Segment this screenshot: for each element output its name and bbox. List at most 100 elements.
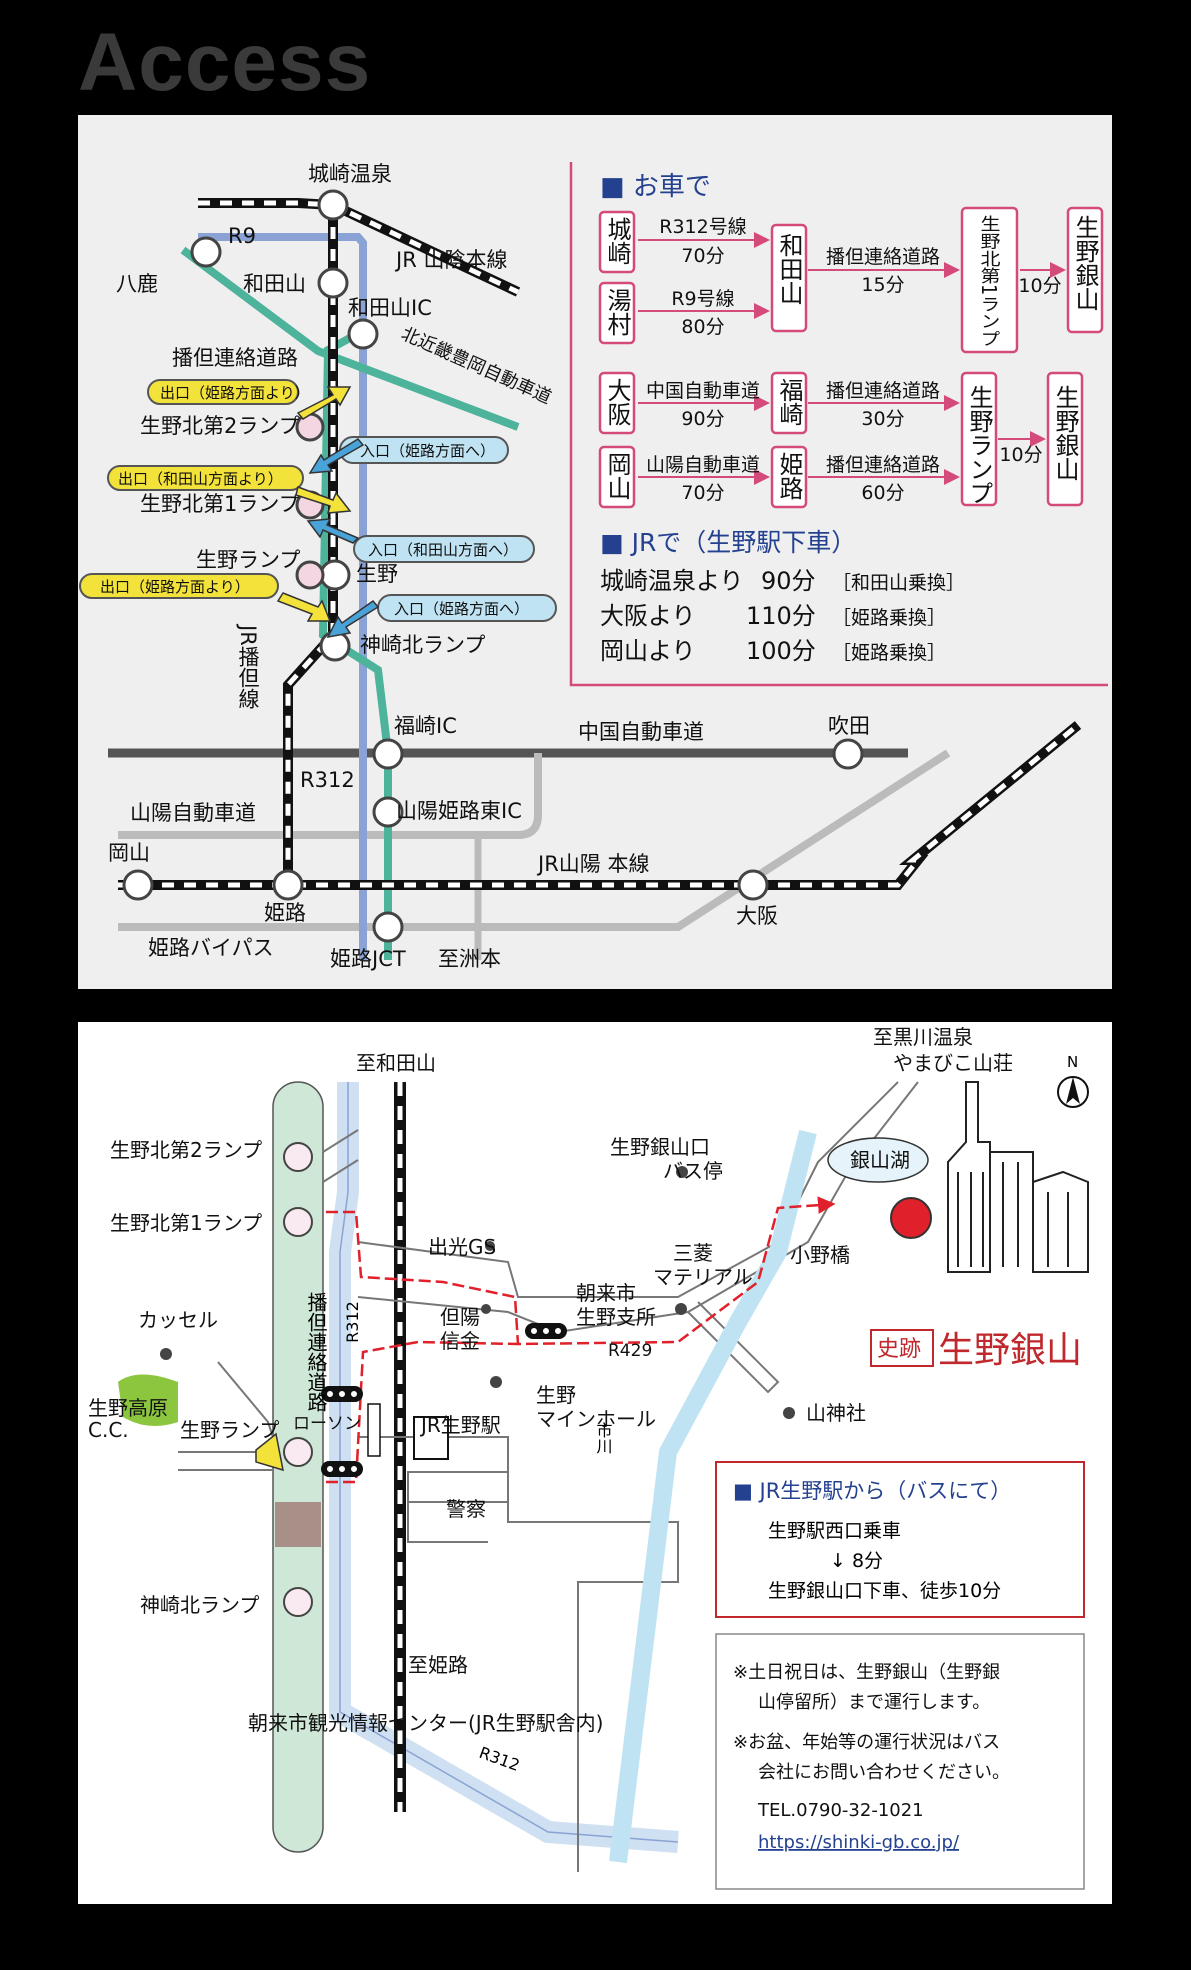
ramp-arrow-yellow: [255, 1432, 284, 1472]
label-shinkin: 信金: [440, 1329, 480, 1353]
label-yamabiko: やまびこ山荘: [893, 1051, 1013, 1075]
car-r9-label: R9号線: [671, 288, 734, 310]
label-bantan-local: 播但連絡道路: [304, 1292, 328, 1412]
car-sanyo-time: 70分: [681, 482, 724, 504]
label-jr-sanyo: JR山陽 本線: [536, 852, 649, 876]
label-r312-local: R312: [343, 1301, 362, 1343]
label-sanyo-himeji-higashi: 山陽姫路東IC: [396, 799, 522, 823]
signals: [321, 1323, 567, 1477]
car-chugoku-time: 90分: [681, 408, 724, 430]
label-to-kurokawa: 至黒川温泉: [873, 1025, 973, 1049]
tag-exit-himeji2: 出口（姫路方面より）: [100, 578, 250, 596]
info-border: [569, 162, 1108, 687]
car-bantan2: 播但連絡道路: [826, 380, 940, 402]
ginzan-building-sketch: [947, 1081, 1089, 1273]
car-chugoku-label: 中国自動車道: [646, 380, 760, 402]
golf-area: [118, 1374, 178, 1426]
label-ikuno: 生野: [356, 562, 398, 586]
label-yamagami: 山神社: [806, 1401, 866, 1425]
jr-row-0-from: 城崎温泉より: [600, 567, 744, 595]
car-bantan3: 播但連絡道路: [826, 454, 940, 476]
tunnel: [275, 1502, 321, 1547]
car-heading: ■ お車で: [600, 172, 711, 202]
notice-line1: ※土日祝日は、生野銀山（生野銀: [733, 1662, 1000, 1683]
car-route-texts: R312号線 70分 R9号線 80分 播但連絡道路 15分 10分 中国自動車…: [646, 216, 1062, 504]
jr-row-1-from: 大阪より: [600, 602, 696, 630]
tag-exit-himeji1: 出口（姫路方面より）: [160, 384, 310, 402]
north-label: N: [1067, 1053, 1078, 1071]
car-bantan3-time: 60分: [861, 482, 904, 504]
label-jr-bantan: JR播但線: [236, 623, 260, 709]
label-ikuno-ramp: 生野ランプ: [196, 548, 300, 572]
station-markers: [122, 189, 864, 943]
route-map: 城崎温泉 R9 八鹿 和田山 JR 山陰本線 和田山IC 北近畿豊岡自動車道 播…: [79, 162, 1108, 971]
car-route-boxes: [598, 206, 1104, 509]
label-mitsubishi1: 三菱: [673, 1241, 713, 1265]
jr-row-1-time: 110分: [746, 602, 816, 630]
ramp-arrows: [276, 386, 380, 639]
red-route: [326, 1196, 836, 1346]
label-suita: 吹田: [828, 714, 870, 738]
car-bantan1: 播但連絡道路: [826, 246, 940, 268]
label-golf2: C.C.: [88, 1418, 129, 1442]
car-vertical-labels: 城崎 湯村 和田山 生野銀山 大阪 岡山 福崎 姫路 生野ランプ 生野銀山: [603, 215, 1099, 505]
car-sanyo-label: 山陽自動車道: [646, 454, 760, 476]
page-title: Access: [78, 17, 372, 108]
label-kitakinki: 北近畿豊岡自動車道: [398, 323, 555, 408]
tag-enter-himeji: 入口（姫路方面へ）: [360, 442, 495, 460]
ramp-tags: 出口（姫路方面より） 入口（姫路方面へ） 出口（和田山方面より） 入口（和田山方…: [79, 379, 557, 622]
label-golf: 生野高原: [88, 1396, 168, 1420]
label-ono-bridge: 小野橋: [790, 1243, 850, 1267]
label-san-in: JR 山陰本線: [394, 248, 507, 272]
tag-enter-himeji2: 入口（姫路方面へ）: [394, 600, 529, 618]
route-map-panel: 城崎温泉 R9 八鹿 和田山 JR 山陰本線 和田山IC 北近畿豊岡自動車道 播…: [78, 115, 1112, 989]
jr-row-0-note: ［和田山乗換］: [832, 572, 965, 594]
label-ikuno-kita2-local: 生野北第2ランプ: [110, 1138, 262, 1162]
notice-url-link[interactable]: https://shinki-gb.co.jp/: [758, 1832, 960, 1853]
notice-texts: ※土日祝日は、生野銀山（生野銀 山停留所）まで運行します。 ※お盆、年始等の運行…: [733, 1662, 1010, 1821]
car-himeji: 姫路: [775, 452, 803, 500]
car-r9-time: 80分: [681, 316, 724, 338]
car-r312-time: 70分: [681, 245, 724, 267]
label-chugoku: 中国自動車道: [578, 720, 704, 744]
jr-heading: ■ JRで（生野駅下車）: [600, 528, 856, 557]
notice-line2: 山停留所）まで運行します。: [758, 1692, 990, 1713]
label-r312: R312: [300, 768, 355, 792]
car-bantan1-time: 15分: [861, 274, 904, 296]
label-to-wadayama: 至和田山: [356, 1051, 436, 1075]
poi-markers: [160, 1166, 795, 1419]
label-shishu: 至洲本: [438, 947, 501, 971]
label-lawson: ローソン: [293, 1414, 361, 1434]
tag-exit-wadayama: 出口（和田山方面より）: [118, 470, 283, 488]
label-hall1: 生野: [536, 1383, 576, 1407]
label-ikuno-kita1: 生野北第1ランプ: [140, 492, 300, 516]
label-sanyo-exp: 山陽自動車道: [130, 801, 256, 825]
car-from-okayama: 岡山: [603, 452, 631, 500]
car-bantan2-time: 30分: [861, 408, 904, 430]
jr-row-0-time: 90分: [761, 567, 816, 595]
jr-row-1-note: ［姫路乗換］: [832, 607, 946, 629]
label-ikuno-kita1-local: 生野北第1ランプ: [110, 1211, 262, 1235]
label-ichikawa: 市川: [594, 1422, 613, 1454]
label-himeji: 姫路: [264, 901, 306, 925]
jr-row-2-time: 100分: [746, 637, 816, 665]
car-ikuno-kita1: 生野北第1ランプ: [977, 215, 1001, 347]
label-r9: R9: [228, 224, 256, 248]
label-bus-stop1: 生野銀山口: [610, 1135, 710, 1159]
car-from-kinosaki: 城崎: [603, 217, 631, 265]
label-asago: 朝来市: [576, 1281, 636, 1305]
notice-line3: ※お盆、年始等の運行状況はバス: [733, 1732, 1000, 1753]
label-ikuno-kita2: 生野北第2ランプ: [140, 414, 300, 438]
label-info-center: 朝来市観光情報センター(JR生野駅舎内): [248, 1711, 603, 1735]
label-tanyo: 但陽: [440, 1305, 480, 1329]
label-r429: R429: [608, 1341, 652, 1361]
label-kanzaki-kita: 神崎北ランプ: [360, 633, 485, 657]
label-bantan: 播但連絡道路: [172, 346, 298, 370]
label-police: 警察: [446, 1497, 486, 1521]
ginzan-marker: [890, 1197, 932, 1239]
railways: [118, 198, 1082, 890]
label-to-himeji: 至姫路: [408, 1653, 468, 1677]
station-building: [413, 1416, 449, 1460]
car-dest2: 生野銀山: [1051, 385, 1079, 481]
label-wadayama-ic: 和田山IC: [348, 296, 432, 320]
